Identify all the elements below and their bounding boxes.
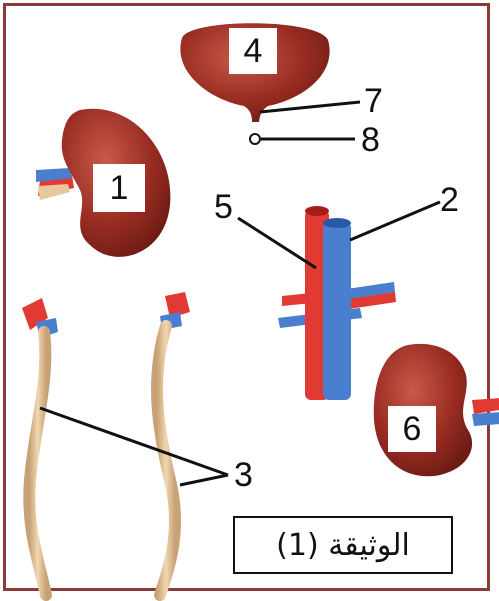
label-8: 8 bbox=[361, 123, 380, 157]
leader-3a bbox=[40, 408, 228, 475]
leader-2 bbox=[350, 202, 440, 240]
ureters bbox=[22, 292, 190, 595]
label-3: 3 bbox=[234, 458, 253, 492]
label-7: 7 bbox=[364, 84, 383, 118]
urethra-opening bbox=[250, 134, 260, 144]
label-2: 2 bbox=[440, 183, 459, 217]
label-5: 5 bbox=[214, 190, 233, 224]
vena-cava bbox=[323, 222, 351, 400]
leader-3b bbox=[180, 475, 228, 485]
leader-5 bbox=[238, 218, 316, 268]
label-6: 6 bbox=[388, 406, 436, 452]
label-4: 4 bbox=[229, 28, 277, 74]
label-1: 1 bbox=[93, 164, 145, 212]
document-caption: الوثيقة (1) bbox=[233, 516, 453, 574]
great-vessels bbox=[278, 206, 396, 400]
